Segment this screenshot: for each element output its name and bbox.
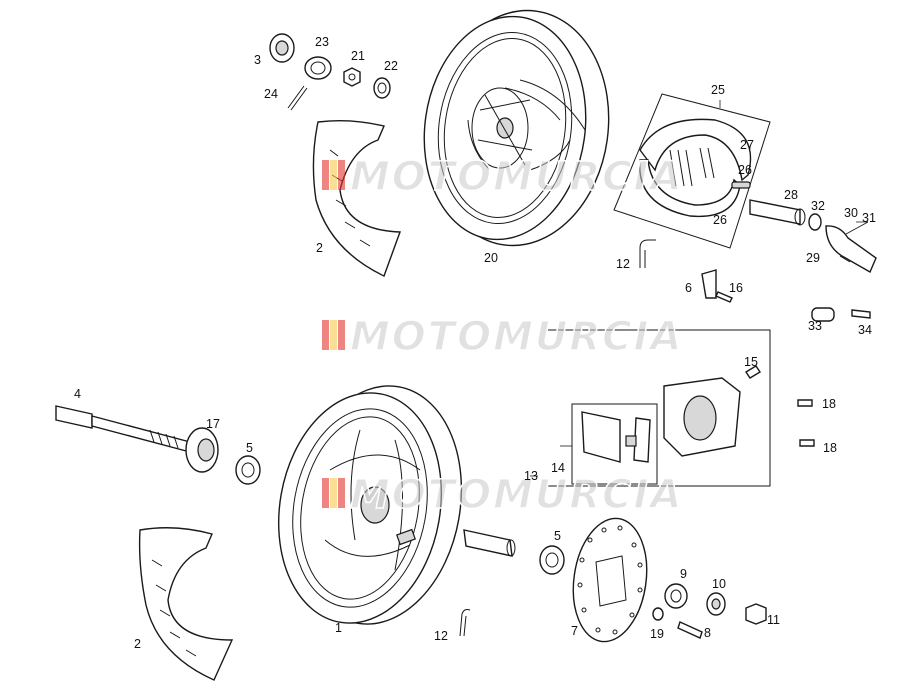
part-label: 31: [862, 211, 876, 225]
washer-19: [652, 607, 664, 621]
part-label: 30: [844, 206, 858, 220]
part-label: 29: [806, 251, 820, 265]
part-label: 24: [264, 87, 278, 101]
part-label: 18: [822, 397, 836, 411]
axle-4: [55, 405, 191, 453]
bolt-34: [851, 309, 871, 319]
speedometer-drive-17: [185, 427, 219, 473]
caliper-group-frame: [548, 329, 815, 487]
part-label: 20: [484, 251, 498, 265]
disc-holes: [577, 525, 643, 635]
part-labels: 1 2 2 3 4 5 5 6 7 8 9 10 11 12 12 13 14 …: [74, 35, 876, 651]
part-label: 27: [740, 138, 754, 152]
part-label: 33: [808, 319, 822, 333]
mudguard-front: [138, 527, 234, 681]
sensor-12-front: [459, 609, 471, 637]
part-label: 26: [713, 213, 727, 227]
part-label: 22: [384, 59, 398, 73]
part-label: 9: [680, 567, 687, 581]
leader-lines: [530, 100, 869, 477]
nut-21: [343, 67, 361, 87]
part-label: 26: [738, 163, 752, 177]
part-label: 1: [335, 621, 342, 635]
part-label: 23: [315, 35, 329, 49]
part-label: 8: [704, 626, 711, 640]
bushing-33: [811, 307, 835, 322]
nut-11: [745, 603, 767, 625]
part-label: 14: [551, 461, 565, 475]
part-label: 2: [316, 241, 323, 255]
part-label: 18: [823, 441, 837, 455]
watermark-text: MOTOMURCIA: [350, 154, 683, 200]
part-label: 34: [858, 323, 872, 337]
part-label: 21: [351, 49, 365, 63]
watermark-top: MOTOMURCIA: [322, 153, 683, 201]
front-wheel: [277, 385, 463, 625]
spacer-9: [664, 583, 688, 609]
cotter-pin-24: [287, 85, 308, 111]
part-label: 11: [767, 613, 780, 627]
part-label: 17: [206, 417, 220, 431]
bolt-16: [715, 291, 733, 303]
washer-10: [706, 592, 726, 616]
spacer-13: [463, 529, 516, 557]
part-label: 3: [254, 53, 261, 67]
part-label: 25: [711, 83, 725, 97]
part-label: 2: [134, 637, 141, 651]
bearing-5-left: [235, 455, 261, 485]
sensor-12-rear: [639, 239, 656, 268]
part-label: 12: [434, 629, 448, 643]
brake-group-frame: [613, 93, 877, 273]
part-label: 16: [729, 281, 743, 295]
part-label: 6: [685, 281, 692, 295]
bolt-8: [677, 621, 703, 639]
bearing-5-right: [539, 545, 565, 575]
part-label: 5: [246, 441, 253, 455]
brake-disc-7: [572, 517, 648, 643]
part-label: 4: [74, 387, 81, 401]
bearing-seal-3: [269, 33, 295, 63]
part-label: 12: [616, 257, 630, 271]
washer-22: [373, 77, 391, 99]
part-label: 5: [554, 529, 561, 543]
part-label: 10: [712, 577, 726, 591]
watermark-bottom: MOTOMURCIA: [322, 471, 683, 519]
rear-wheel: [423, 9, 610, 247]
watermark-text: MOTOMURCIA: [350, 472, 683, 518]
part-label: 28: [784, 188, 798, 202]
watermark-middle: MOTOMURCIA: [322, 313, 683, 361]
part-label: 7: [571, 624, 578, 638]
bearing-23: [304, 56, 332, 80]
part-label: 32: [811, 199, 825, 213]
part-label: 15: [744, 355, 758, 369]
bracket-6: [701, 269, 717, 299]
watermark-text: MOTOMURCIA: [350, 314, 683, 360]
part-label: 13: [524, 469, 538, 483]
part-label: 19: [650, 627, 664, 641]
